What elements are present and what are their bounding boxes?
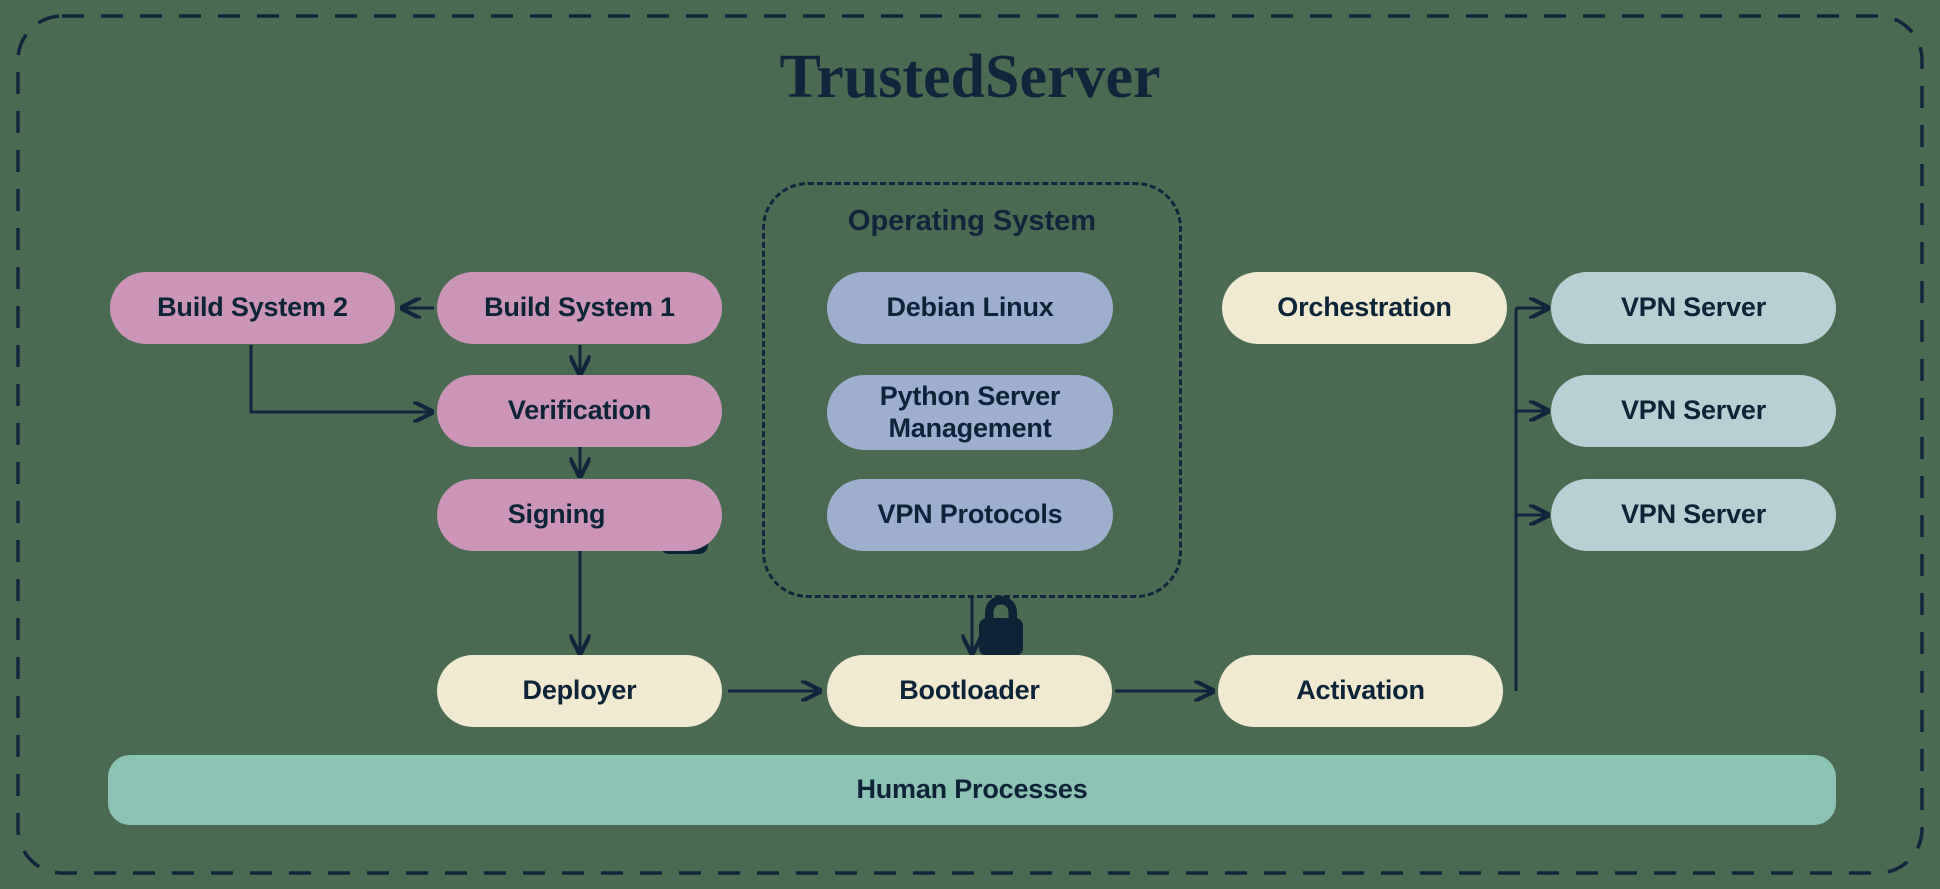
node-debian-linux[interactable]: Debian Linux [827,272,1113,344]
node-activation[interactable]: Activation [1218,655,1503,727]
node-bootloader[interactable]: Bootloader [827,655,1112,727]
node-orchestration[interactable]: Orchestration [1222,272,1507,344]
node-label: Human Processes [856,774,1088,805]
node-python-server-management[interactable]: Python Server Management [827,375,1113,450]
node-deployer[interactable]: Deployer [437,655,722,727]
node-label: VPN Server [1620,395,1767,426]
node-label: Build System 1 [484,292,675,323]
group-operating-system [762,182,1182,598]
node-vpn-server-1[interactable]: VPN Server [1551,272,1836,344]
node-label: Python Server Management [879,381,1061,443]
node-label: Deployer [522,675,637,706]
node-label: Orchestration [1277,292,1452,323]
node-human-processes[interactable]: Human Processes [108,755,1836,825]
node-label: Signing [507,499,606,530]
node-label: Verification [507,395,652,426]
lock-icon [979,596,1023,656]
node-label: VPN Server [1620,292,1767,323]
edge-bs2-to-verification [249,345,432,412]
node-build-system-2[interactable]: Build System 2 [110,272,395,344]
node-label: Build System 2 [157,292,348,323]
group-operating-system-title: Operating System [847,205,1097,237]
node-build-system-1[interactable]: Build System 1 [437,272,722,344]
node-signing[interactable]: Signing [437,479,722,551]
node-label: Bootloader [899,675,1040,706]
node-label: Activation [1296,675,1425,706]
node-vpn-server-3[interactable]: VPN Server [1551,479,1836,551]
node-vpn-protocols[interactable]: VPN Protocols [827,479,1113,551]
page-title: TrustedServer [779,43,1161,111]
node-label: VPN Protocols [877,499,1063,530]
node-verification[interactable]: Verification [437,375,722,447]
node-label: Debian Linux [886,292,1054,323]
node-vpn-server-2[interactable]: VPN Server [1551,375,1836,447]
node-label: VPN Server [1620,499,1767,530]
